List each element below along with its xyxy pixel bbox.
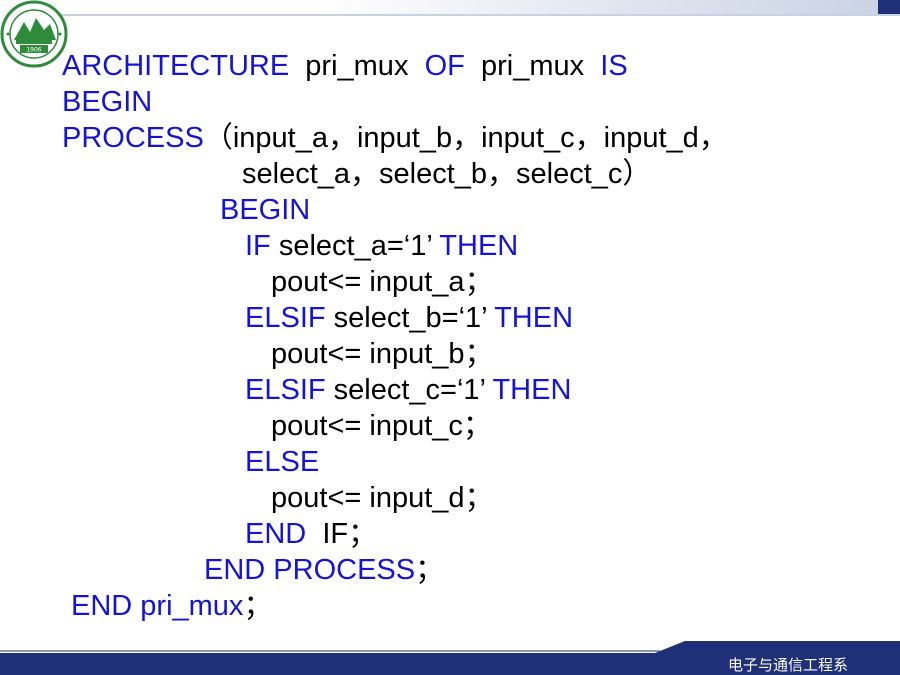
code-line-5: BEGIN: [220, 192, 310, 228]
keyword-end-architecture: END pri_mux: [71, 590, 244, 622]
vhdl-code-block: ARCHITECTURE pri_mux OF pri_mux IS BEGIN…: [62, 48, 728, 624]
code-line-13: pout<= input_d；: [271, 480, 494, 516]
bottom-decor-wedge: [655, 641, 685, 653]
keyword-begin: BEGIN: [62, 86, 153, 118]
code-line-16: END pri_mux；: [71, 588, 272, 624]
keyword-process: PROCESS: [62, 122, 204, 154]
condition-b: select_b=‘1’: [333, 302, 487, 334]
entity-name-2: pri_mux: [480, 50, 585, 82]
bottom-decor-bar: [0, 653, 900, 675]
sensitivity-list-1: （input_a，input_b，input_c，input_d，: [203, 122, 728, 154]
code-line-6: IF select_a=‘1’ THEN: [245, 228, 518, 264]
code-line-11: pout<= input_c；: [271, 408, 492, 444]
keyword-then-2: THEN: [494, 302, 574, 334]
bottom-decor-tab: [685, 641, 900, 653]
top-decor-line: [60, 14, 900, 16]
keyword-end-process: END PROCESS: [204, 554, 416, 586]
code-line-2: BEGIN: [62, 84, 152, 120]
code-line-12: ELSE: [245, 444, 319, 480]
end-architecture-tail: ；: [243, 590, 273, 622]
assign-b: pout<= input_b；: [271, 338, 494, 370]
keyword-elsif-2: ELSIF: [245, 374, 326, 406]
entity-name: pri_mux: [305, 50, 409, 82]
sensitivity-list-2: select_a，select_b，select_c）: [242, 158, 652, 190]
bottom-decor-line: [0, 650, 660, 652]
code-line-1: ARCHITECTURE pri_mux OF pri_mux IS: [62, 48, 628, 84]
code-line-10: ELSIF select_c=‘1’ THEN: [245, 372, 571, 408]
condition-a: select_a=‘1’: [278, 230, 432, 262]
assign-a: pout<= input_a；: [271, 266, 494, 298]
logo-year: 1906: [26, 47, 41, 54]
keyword-begin-process: BEGIN: [220, 194, 311, 226]
assign-c: pout<= input_c；: [271, 410, 492, 442]
code-line-7: pout<= input_a；: [271, 264, 494, 300]
footer-department-label: 电子与通信工程系: [728, 656, 849, 674]
keyword-of: OF: [424, 50, 465, 82]
code-line-4: select_a，select_b，select_c）: [242, 156, 651, 192]
code-line-15: END PROCESS；: [204, 552, 444, 588]
keyword-else: ELSE: [245, 446, 320, 478]
keyword-architecture: ARCHITECTURE: [62, 50, 290, 82]
university-logo-icon: 1906: [0, 0, 68, 68]
top-decor-block: [878, 0, 900, 14]
code-line-3: PROCESS（input_a，input_b，input_c，input_d，: [62, 120, 728, 156]
end-process-tail: ；: [415, 554, 445, 586]
keyword-end-if: END: [245, 518, 307, 550]
code-line-14: END IF；: [245, 516, 377, 552]
top-decor-band: [0, 0, 900, 14]
condition-c: select_c=‘1’: [333, 374, 485, 406]
code-line-9: pout<= input_b；: [271, 336, 494, 372]
assign-d: pout<= input_d；: [271, 482, 494, 514]
keyword-then-1: THEN: [439, 230, 519, 262]
code-line-8: ELSIF select_b=‘1’ THEN: [245, 300, 573, 336]
keyword-is: IS: [600, 50, 628, 82]
keyword-elsif-1: ELSIF: [245, 302, 326, 334]
keyword-then-3: THEN: [492, 374, 572, 406]
keyword-if: IF: [245, 230, 271, 262]
end-if-tail: IF；: [322, 518, 378, 550]
